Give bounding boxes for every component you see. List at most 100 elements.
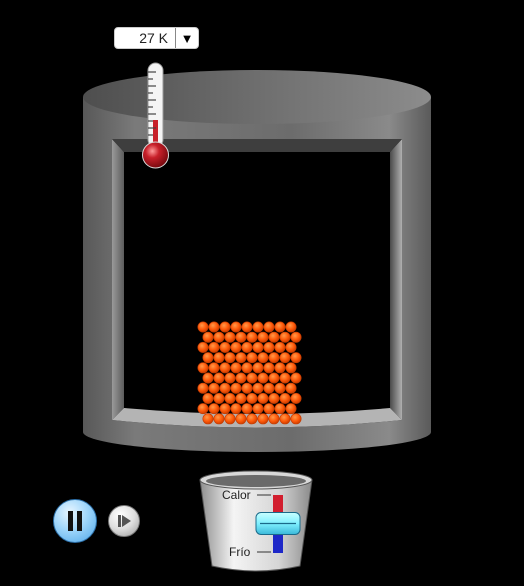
particle — [241, 362, 253, 374]
particle — [213, 392, 225, 404]
particle — [279, 372, 291, 384]
particle — [219, 382, 231, 394]
heat-label: Calor — [222, 488, 251, 502]
particle — [252, 382, 264, 394]
particle — [274, 382, 286, 394]
container-opening — [112, 139, 402, 428]
particle — [224, 372, 236, 384]
particle — [230, 321, 242, 333]
bucket-opening — [206, 475, 306, 487]
heat-zone — [273, 495, 283, 524]
particle — [197, 403, 209, 415]
particle — [285, 362, 297, 374]
particle — [235, 413, 247, 425]
particle — [224, 413, 236, 425]
particle — [274, 403, 286, 415]
pause-icon — [68, 511, 82, 531]
particle — [202, 331, 214, 343]
particle — [219, 362, 231, 374]
particle — [290, 392, 302, 404]
particle — [213, 413, 225, 425]
particle — [219, 403, 231, 415]
particle — [263, 341, 275, 353]
particle — [208, 403, 220, 415]
particle — [263, 403, 275, 415]
container-inner-top — [112, 139, 402, 152]
chevron-down-icon[interactable]: ▼ — [175, 28, 198, 48]
particle — [235, 331, 247, 343]
particle — [252, 341, 264, 353]
cold-label: Frío — [229, 545, 251, 559]
container — [83, 70, 431, 452]
particle — [246, 352, 258, 364]
particle — [285, 403, 297, 415]
particle — [252, 403, 264, 415]
particle — [279, 331, 291, 343]
particle — [268, 372, 280, 384]
temperature-unit-select[interactable]: 27 K ▼ — [114, 27, 199, 49]
particle — [268, 392, 280, 404]
particle — [279, 413, 291, 425]
particle — [224, 352, 236, 364]
particle — [219, 341, 231, 353]
particle — [285, 382, 297, 394]
cold-zone — [273, 524, 283, 553]
step-forward-button[interactable] — [108, 505, 140, 537]
particle — [246, 372, 258, 384]
particle — [285, 341, 297, 353]
temperature-readout: 27 K — [139, 30, 168, 46]
particle — [197, 341, 209, 353]
particle — [257, 331, 269, 343]
container-inner-left — [112, 139, 124, 420]
particle — [252, 362, 264, 374]
particle — [235, 352, 247, 364]
particle — [290, 331, 302, 343]
particle — [252, 321, 264, 333]
heater-cooler[interactable] — [199, 470, 313, 572]
particle — [257, 352, 269, 364]
thermometer-ticks — [148, 71, 156, 136]
particle — [197, 321, 209, 333]
particle — [224, 392, 236, 404]
particle — [230, 382, 242, 394]
particle — [257, 392, 269, 404]
particle — [208, 321, 220, 333]
particle — [202, 392, 214, 404]
particle — [202, 413, 214, 425]
particle — [208, 341, 220, 353]
particle — [208, 382, 220, 394]
particle — [230, 341, 242, 353]
particle — [224, 331, 236, 343]
particle — [219, 321, 231, 333]
particle — [274, 321, 286, 333]
particle — [230, 403, 242, 415]
particle — [213, 331, 225, 343]
particle — [230, 362, 242, 374]
thermometer-bulb — [142, 141, 169, 169]
particle — [246, 331, 258, 343]
particle-cluster — [197, 321, 302, 425]
particle — [268, 331, 280, 343]
particle — [257, 372, 269, 384]
particle — [263, 362, 275, 374]
particle — [290, 413, 302, 425]
particle — [274, 341, 286, 353]
step-forward-icon — [118, 515, 131, 527]
heat-cool-slider-handle[interactable] — [255, 512, 301, 535]
particle — [235, 392, 247, 404]
particle — [241, 382, 253, 394]
particle — [263, 382, 275, 394]
particle — [208, 362, 220, 374]
container-inner-right — [390, 139, 402, 420]
particle — [197, 362, 209, 374]
pause-button[interactable] — [53, 499, 97, 543]
particle — [202, 372, 214, 384]
particle — [235, 372, 247, 384]
particle — [268, 413, 280, 425]
particle — [279, 392, 291, 404]
particle — [241, 341, 253, 353]
particle — [202, 352, 214, 364]
particle — [257, 413, 269, 425]
particle — [263, 321, 275, 333]
